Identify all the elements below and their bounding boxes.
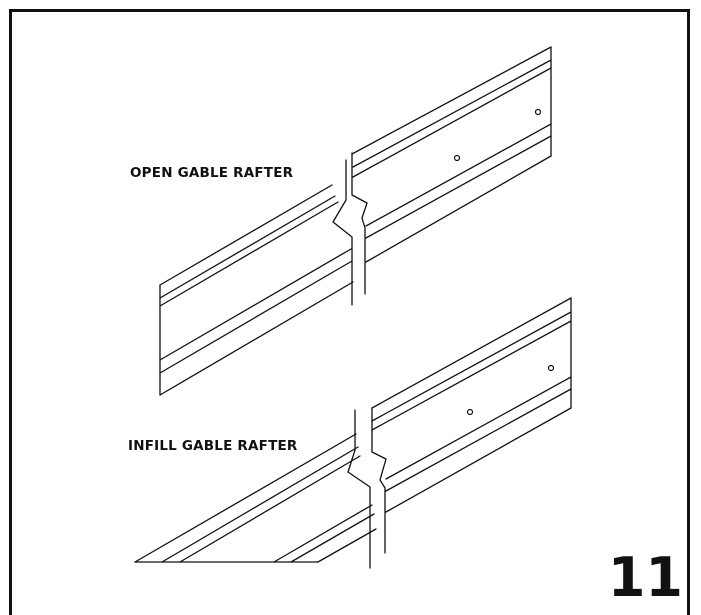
infill-gable-rafter-left-segment [134,433,377,563]
step-number: 11 [608,546,683,609]
infill-gable-label: INFILL GABLE RAFTER [128,438,298,454]
open-gable-hole-1 [534,108,542,116]
infill-gable-break-line [347,407,387,569]
open-gable-rafter-left-segment [159,184,354,396]
open-gable-rafter-right-segment [351,46,552,263]
open-gable-rafter [159,46,552,396]
infill-gable-rafter [134,297,572,569]
open-gable-label: OPEN GABLE RAFTER [130,165,294,181]
figure-frame [9,9,690,615]
open-gable-break-line [332,152,368,306]
infill-gable-hole-1 [547,364,555,372]
infill-gable-hole-2 [466,408,474,416]
open-gable-hole-2 [453,154,461,162]
infill-gable-rafter-right-segment [371,297,572,513]
